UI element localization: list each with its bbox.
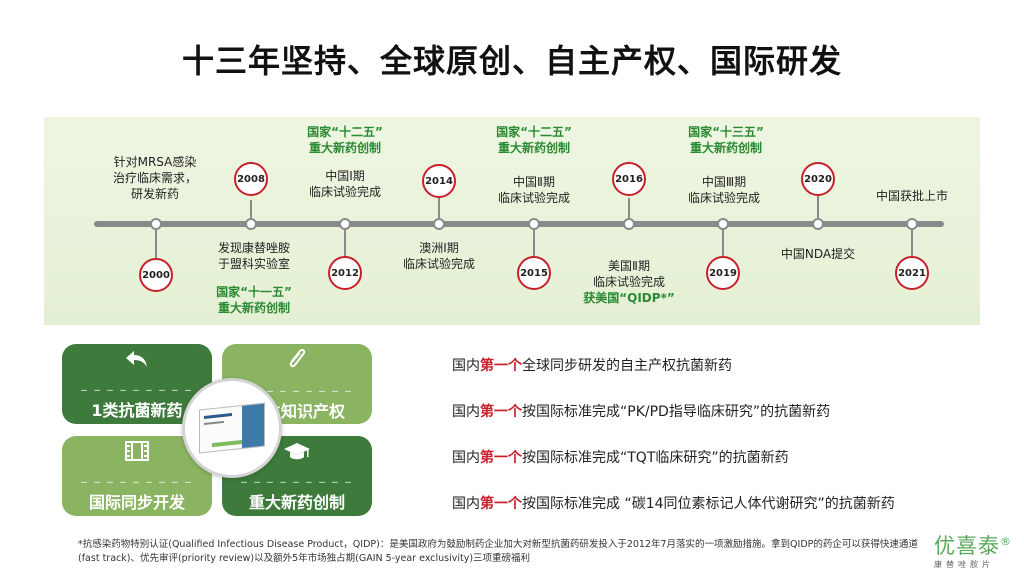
timeline-stem [628,198,630,218]
firsts-list: 国内第一个全球同步研发的自主产权抗菌新药 国内第一个按国际标准完成“PK/PD指… [452,356,895,540]
event-2015: 中国Ⅱ期临床试验完成 [497,175,571,205]
year-badge-2019: 2019 [706,256,740,290]
timeline-dot-2016 [623,218,635,230]
timeline-stem [155,230,157,260]
timeline-stem [533,230,535,258]
event-2012-award: 国家“十二五”重大新药创制 [307,125,383,155]
year-badge-2012: 2012 [328,256,362,290]
product-package-image [182,378,282,478]
year-badge-2020: 2020 [801,162,835,196]
event-2012: 中国Ⅰ期临床试验完成 [308,169,382,199]
year-badge-2008: 2008 [234,162,268,196]
timeline-axis [94,221,944,227]
undo-arrow-icon [124,348,150,376]
list-item: 国内第一个按国际标准完成 “碳14同位素标记人体代谢研究”的抗菌新药 [452,496,895,512]
event-2000: 针对MRSA感染治疗临床需求，研发新药 [112,155,198,201]
timeline-stem [438,198,440,218]
event-2008: 发现康替唑胺于盟科实验室 [217,241,291,271]
event-2014: 澳洲Ⅰ期临床试验完成 [402,241,476,271]
timeline-dot-2021 [906,218,918,230]
year-badge-2014: 2014 [422,164,456,198]
year-badge-2016: 2016 [612,162,646,196]
timeline-dot-2008 [245,218,257,230]
timeline-dot-2019 [717,218,729,230]
tile-global-dev: _ _ _ _ _ _ _ _ _ 国际同步开发 [62,436,212,516]
timeline-dot-2000 [150,218,162,230]
timeline-stem [911,230,913,258]
timeline-dot-2012 [339,218,351,230]
event-2015-award: 国家“十二五”重大新药创制 [496,125,572,155]
event-2019-award: 国家“十三五”重大新药创制 [688,125,764,155]
page-title: 十三年坚持、全球原创、自主产权、国际研发 [181,42,842,80]
list-item: 国内第一个全球同步研发的自主产权抗菌新药 [452,358,732,374]
list-item: 国内第一个按国际标准完成“TQT临床研究”的抗菌新药 [452,450,789,466]
footnote: *抗感染药物特别认证(Qualified Infectious Disease … [78,539,918,564]
year-badge-2000: 2000 [139,258,173,292]
year-badge-2015: 2015 [517,256,551,290]
event-2019: 中国Ⅲ期临床试验完成 [687,175,761,205]
timeline-dot-2014 [433,218,445,230]
timeline-dot-2020 [812,218,824,230]
event-2020: 中国NDA提交 [780,247,856,261]
film-icon [124,440,150,468]
event-2008-award: 国家“十一五”重大新药创制 [216,285,292,315]
event-2021: 中国获批上市 [875,189,949,203]
year-badge-2021: 2021 [895,256,929,290]
timeline-stem [817,196,819,218]
list-item: 国内第一个按国际标准完成“PK/PD指导临床研究”的抗菌新药 [452,404,831,420]
event-2016: 美国Ⅱ期临床试验完成获美国“QIDP*” [583,259,675,305]
timeline-stem [722,230,724,258]
graduation-cap-icon [283,440,311,468]
timeline-dot-2015 [528,218,540,230]
brand-logo: 优喜泰® 康替唑胺片 [934,534,1012,569]
timeline-stem [344,230,346,258]
timeline-stem [250,200,252,218]
paperclip-icon [286,347,308,377]
